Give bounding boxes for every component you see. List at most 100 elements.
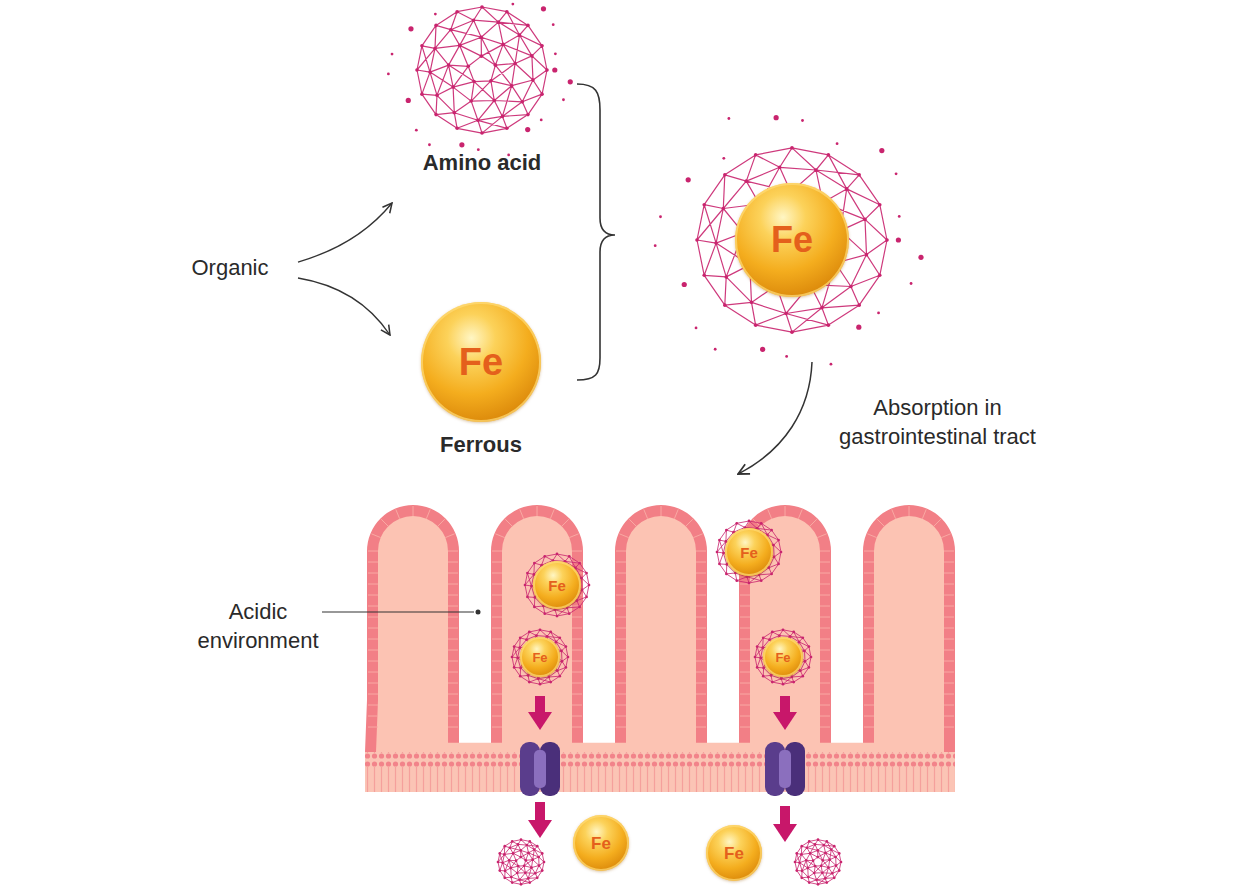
lattice-vertex [800, 845, 803, 848]
free-amino-acids [497, 838, 843, 885]
scatter-dot [391, 53, 394, 56]
arrow-shaft [780, 696, 790, 712]
lattice-vertex [824, 877, 827, 880]
lattice-vertex [517, 865, 520, 868]
amino-acid-complex: Fe [511, 628, 569, 686]
scatter-dot [541, 6, 546, 11]
lattice-vertex [827, 323, 831, 327]
scatter-dot [554, 52, 557, 55]
lattice-vertex [513, 645, 516, 648]
lattice-vertex [849, 285, 853, 289]
lattice-vertex [773, 556, 776, 559]
leader-line [322, 611, 474, 612]
scatter-dot [387, 72, 390, 75]
lattice-vertex [756, 666, 759, 669]
lattice-vertex [578, 606, 581, 609]
lattice-vertex [537, 677, 540, 680]
lattice-vertex [489, 79, 493, 83]
lattice-vertex [838, 869, 841, 872]
lattice-vertex [801, 870, 804, 873]
lattice-vertex [476, 118, 480, 122]
lattice-vertex [782, 628, 785, 631]
lattice-vertex [516, 657, 519, 660]
iron-sphere: Fe [573, 815, 629, 871]
lattice-vertex [792, 681, 795, 684]
villus-core [376, 516, 944, 752]
scatter-dot [856, 325, 861, 330]
lattice-vertex [840, 861, 843, 864]
lattice-vertex [501, 115, 505, 119]
lattice-vertex [702, 203, 706, 207]
amino-acid-complex: Fe [696, 144, 888, 336]
villi [365, 505, 955, 796]
element-symbol: Fe [724, 845, 744, 862]
lattice-vertex [718, 563, 721, 566]
lattice-vertex [520, 838, 523, 841]
lattice-vertex [748, 520, 751, 523]
lattice-vertex [806, 867, 809, 870]
arrow-shaft [535, 696, 545, 712]
lattice-vertex [801, 675, 804, 678]
lattice-vertex [510, 876, 513, 879]
absorption-arrow [738, 362, 812, 474]
lattice-vertex [770, 674, 773, 677]
scatter-dot [525, 127, 530, 132]
lattice-vertex [512, 852, 515, 855]
scatter-dot [830, 363, 833, 366]
scatter-dot [727, 117, 730, 120]
lattice-vertex [528, 681, 531, 684]
lattice-vertex [803, 650, 806, 653]
lattice-vertex [558, 636, 561, 639]
lattice-vertex [472, 80, 476, 84]
lattice-vertex [814, 168, 818, 172]
lattice-vertex [519, 667, 522, 670]
scatter-dot [910, 282, 913, 285]
lattice-vertex [716, 551, 719, 554]
lattice-vertex [748, 582, 751, 585]
lattice-vertex [816, 856, 819, 859]
lattice-vertex [820, 864, 823, 867]
lattice-vertex [780, 677, 783, 680]
scatter-dot [801, 119, 804, 122]
lattice-vertex [533, 562, 536, 565]
lattice-vertex [420, 44, 424, 48]
lattice-vertex [817, 883, 820, 886]
lattice-vertex [540, 92, 544, 96]
lattice-vertex [560, 650, 563, 653]
scatter-dot [686, 177, 691, 182]
scatter-dot [562, 98, 565, 101]
lattice-vertex [792, 631, 795, 634]
lattice-vertex [504, 870, 507, 873]
lattice-vertex [556, 553, 559, 556]
lattice-vertex [428, 70, 432, 74]
amino-acid-complex: Fe [524, 552, 590, 618]
lattice-vertex [580, 577, 583, 580]
scatter-dot [408, 26, 413, 31]
lattice-vertex [812, 859, 815, 862]
lattice-vertex [515, 859, 518, 862]
lattice-vertex [777, 539, 780, 542]
lattice-vertex [458, 44, 462, 48]
lattice-vertex [518, 33, 522, 37]
organic-arrow [298, 203, 392, 262]
scatter-dot [552, 23, 555, 26]
lattice-vertex [801, 636, 804, 639]
arrow-tip [528, 820, 552, 838]
lattice-vertex [754, 656, 757, 659]
bracket [577, 84, 615, 380]
element-symbol: Fe [740, 545, 758, 560]
lattice-vertex [536, 876, 539, 879]
lattice-vertex [511, 881, 514, 884]
lattice-vertex [838, 852, 841, 855]
lattice-vertex [799, 669, 802, 672]
lattice-vertex [585, 596, 588, 599]
lattice-vertex [857, 303, 861, 307]
scatter-dot [898, 215, 901, 218]
lattice-vertex [735, 579, 738, 582]
lattice-vertex [434, 24, 438, 28]
lattice-vertex [513, 62, 517, 66]
lattice-vertex [865, 253, 869, 257]
node-caption: Ferrous [440, 432, 522, 458]
lattice-vertex [479, 35, 483, 39]
